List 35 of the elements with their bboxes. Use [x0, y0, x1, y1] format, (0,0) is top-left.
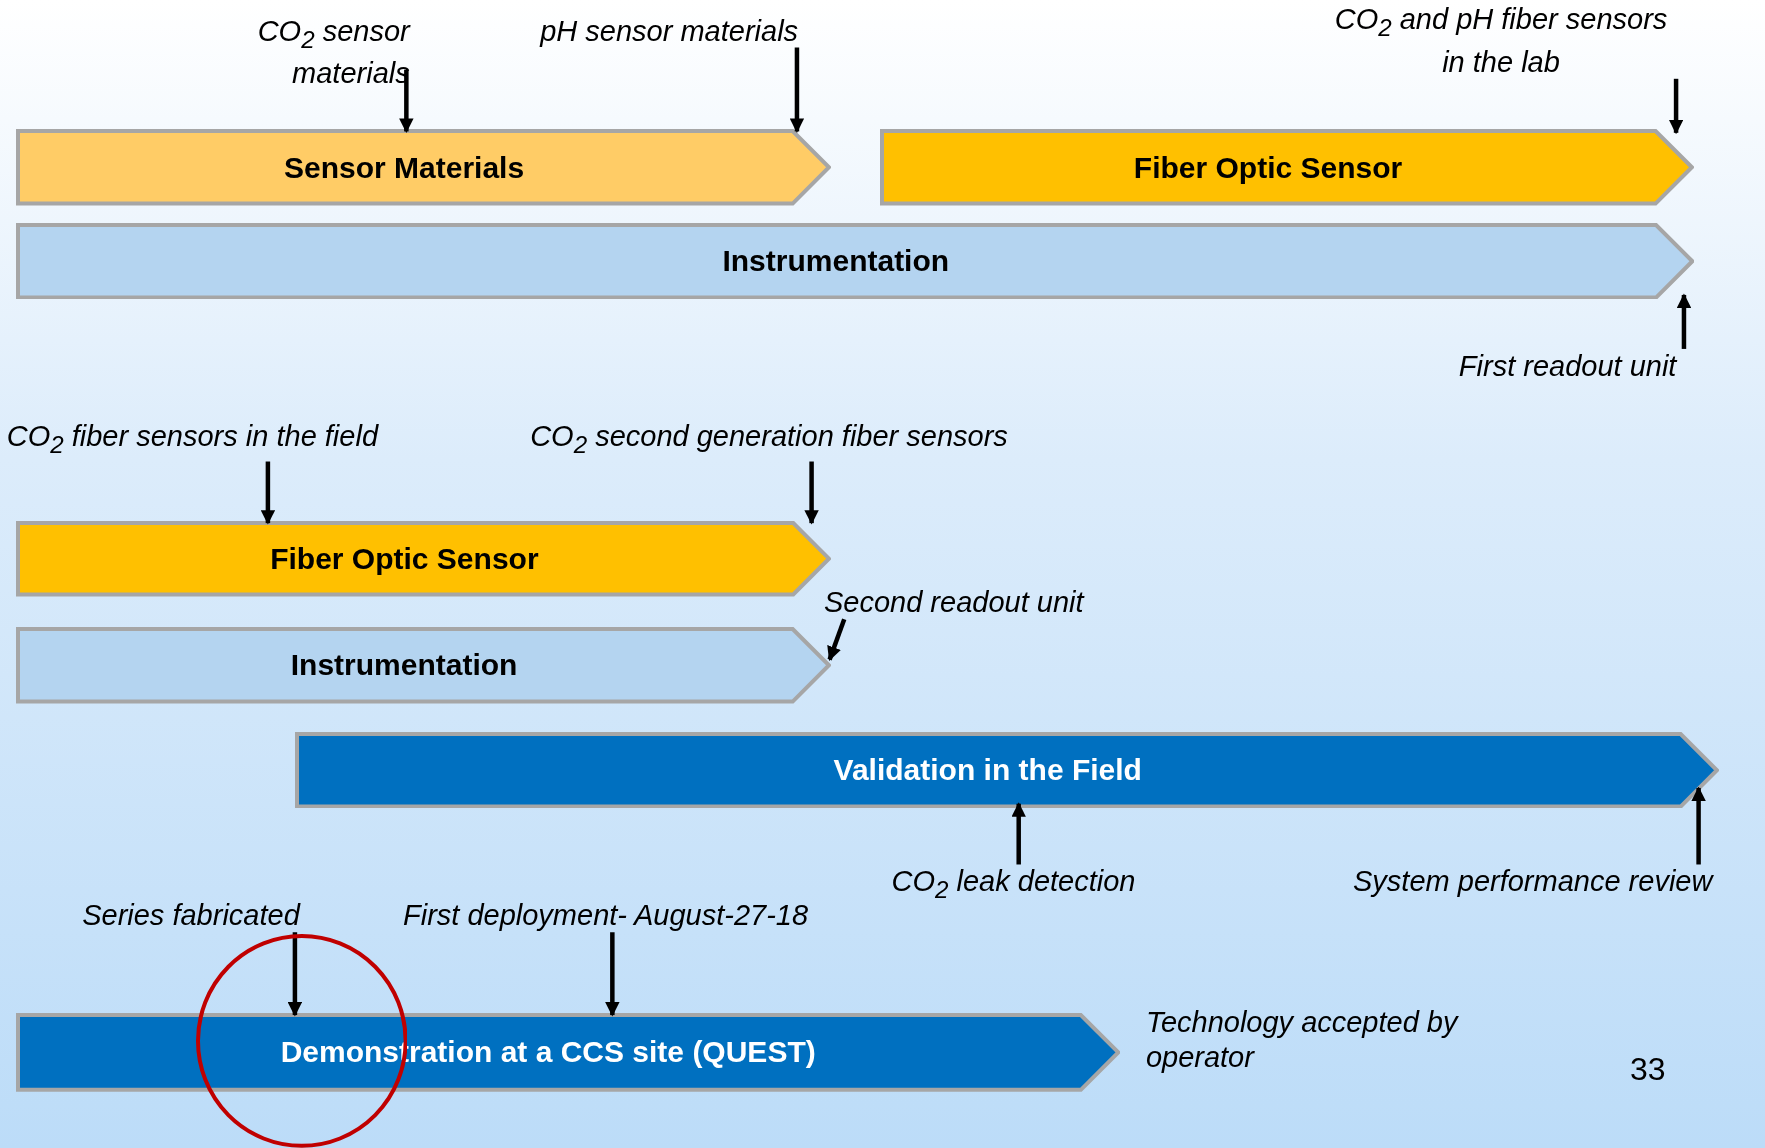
- arrow: [804, 461, 819, 525]
- arrow: [1668, 78, 1684, 135]
- bar-label: Instrumentation: [722, 244, 950, 279]
- milestone-note: CO$_{2}$ sensor materials: [157, 13, 410, 91]
- milestone-note: Second readout unit: [823, 585, 1123, 620]
- milestone-note: CO$_{2}$ leak detection: [891, 864, 1173, 908]
- page-number: 33: [1629, 1050, 1667, 1089]
- arrow: [1691, 786, 1706, 865]
- arrow: [827, 618, 847, 661]
- arrow: [789, 47, 805, 133]
- bar-label: Fiber Optic Sensor: [1133, 150, 1403, 185]
- arrow: [1011, 802, 1026, 865]
- phase-bar: [15, 222, 1695, 300]
- phase-bar: [880, 129, 1695, 206]
- arrow: [399, 69, 414, 133]
- phase-bar: [15, 1013, 1120, 1092]
- annotation-text: Technology accepted by operator: [1145, 1005, 1460, 1075]
- milestone-note: First deployment- August-27-18: [402, 898, 865, 933]
- arrow: [605, 932, 620, 1017]
- milestone-note: System performance review: [1353, 864, 1761, 899]
- bar-label: Validation in the Field: [833, 752, 1142, 787]
- phase-bar: [15, 626, 831, 704]
- arrow: [260, 461, 276, 525]
- bar-label: Instrumentation: [290, 648, 518, 683]
- milestone-note: pH sensor materials: [538, 13, 801, 48]
- bar-label: Sensor Materials: [284, 150, 525, 185]
- milestone-note: CO$_{2}$ fiber sensors in the field: [6, 418, 429, 462]
- milestone-note: CO$_{2}$ second generation fiber sensors: [530, 418, 1071, 462]
- milestone-note: First readout unit: [1458, 348, 1709, 383]
- arrow: [1676, 293, 1692, 349]
- milestone-note: CO$_{2}$ and pH fiber sensors in the lab: [1322, 2, 1680, 80]
- bar-label: Fiber Optic Sensor: [270, 541, 539, 576]
- phase-bar: [15, 129, 831, 206]
- phase-bar: [294, 731, 1719, 809]
- milestone-note: Series fabricated: [82, 898, 337, 933]
